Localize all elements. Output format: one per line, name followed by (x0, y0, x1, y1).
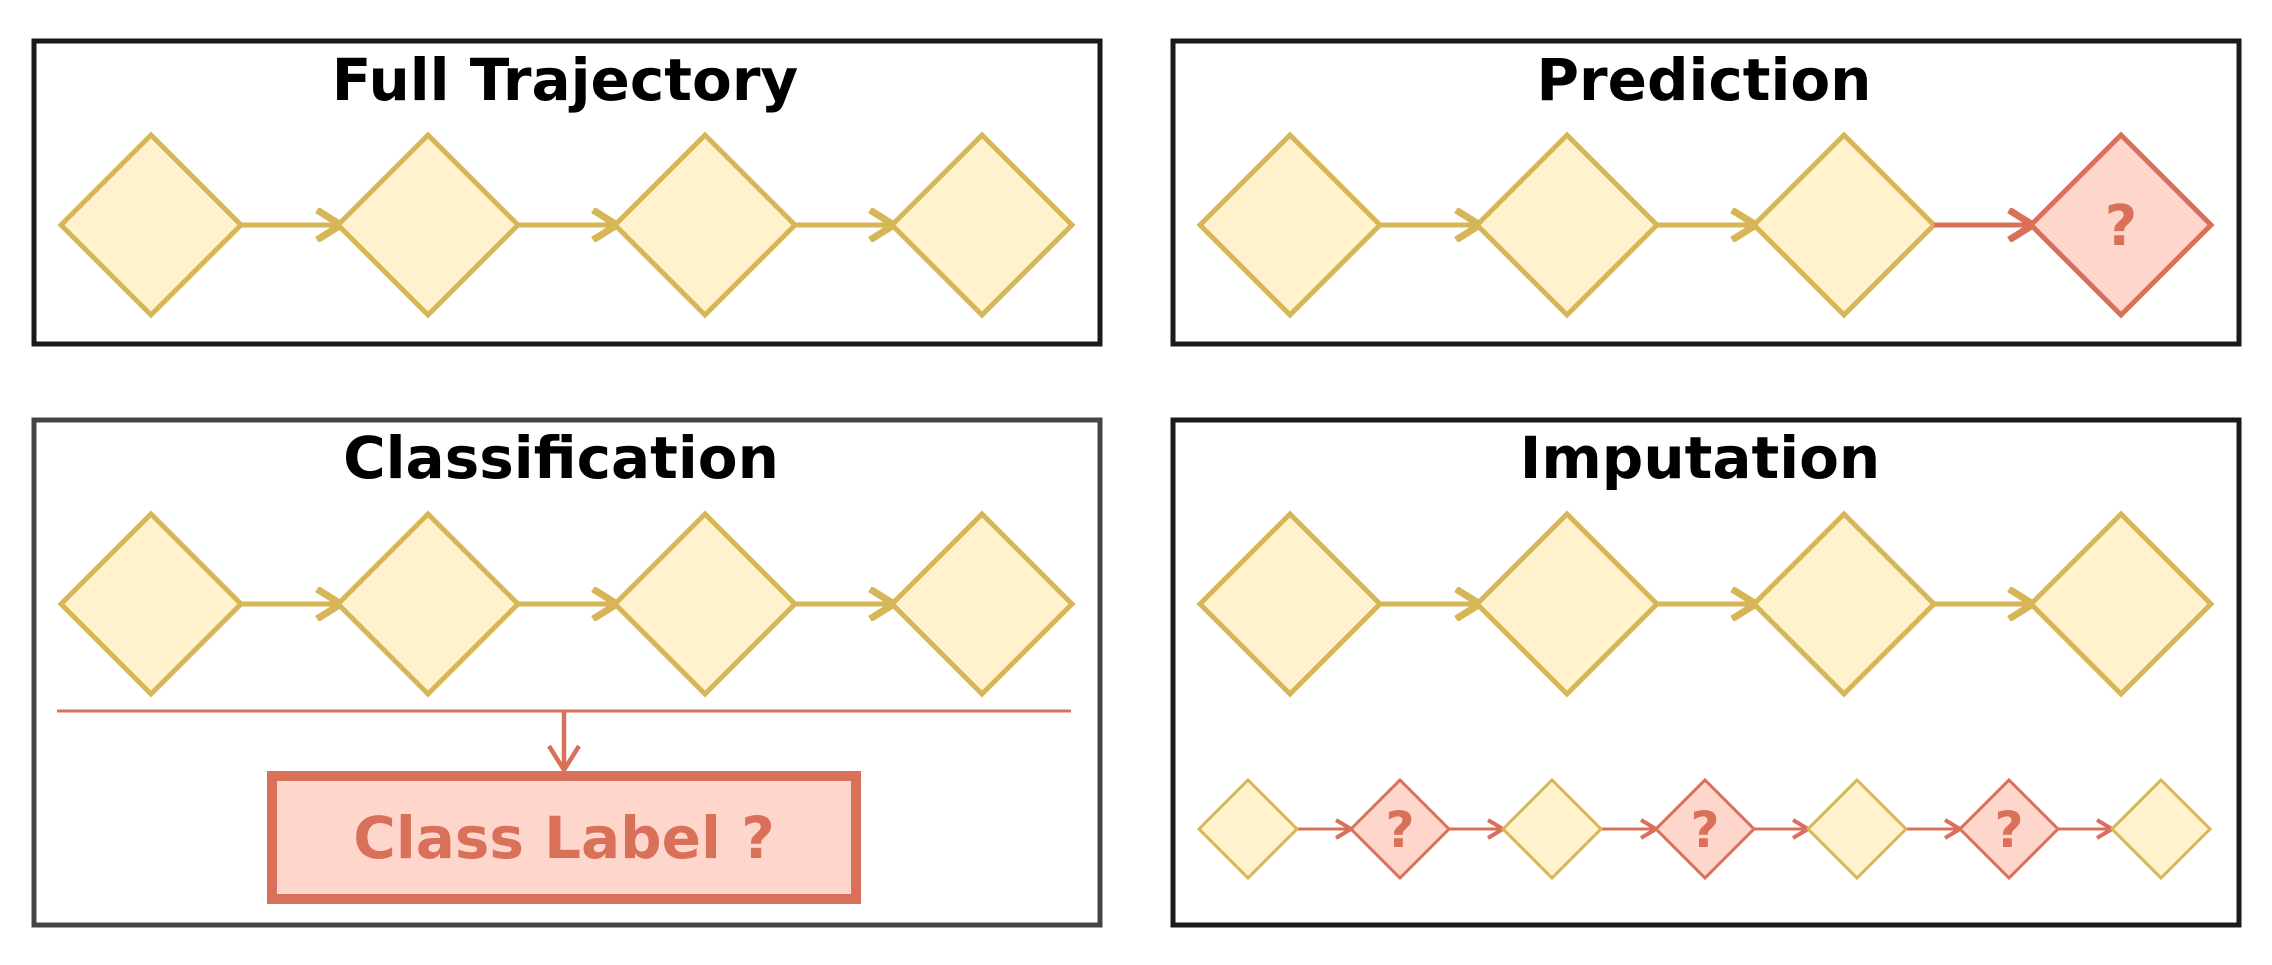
panel-imputation: Imputation ? ? (1170, 417, 2242, 928)
panel-title: Imputation (1520, 424, 1880, 492)
panel-title: Prediction (1537, 46, 1872, 114)
unknown-mark: ? (1690, 801, 1719, 859)
state-node (611, 510, 799, 698)
state-node (334, 131, 522, 319)
observed-node (1500, 777, 1604, 881)
trajectory-row (1196, 131, 1938, 319)
state-node (1750, 131, 1938, 319)
observed-node (1196, 777, 1300, 881)
class-label-box (267, 771, 861, 904)
trajectory-row (57, 510, 1076, 698)
observed-node (1805, 777, 1909, 881)
state-node (1196, 510, 1384, 698)
missing-node (1348, 777, 1452, 881)
trajectory-row (1196, 510, 2215, 698)
unknown-mark: ? (2105, 194, 2137, 259)
state-node (1473, 131, 1661, 319)
state-node (57, 131, 245, 319)
state-node (888, 131, 1076, 319)
panel-title: Full Trajectory (332, 46, 799, 114)
state-node (57, 510, 245, 698)
predicted-node (2027, 131, 2215, 319)
missing-node (1653, 777, 1757, 881)
state-node (1473, 510, 1661, 698)
imputation-row: ? ? ? (1196, 777, 2213, 881)
panel-classification: Classification Class Label ? (31, 417, 1103, 928)
panel-prediction: Prediction ? (1170, 38, 2242, 347)
missing-node (1957, 777, 2061, 881)
class-label-text: Class Label ? (353, 804, 775, 872)
observed-node (2109, 777, 2213, 881)
state-node (1196, 131, 1384, 319)
panel-full-trajectory: Full Trajectory (31, 38, 1103, 347)
state-node (611, 131, 799, 319)
state-node (334, 510, 522, 698)
unknown-mark: ? (1994, 801, 2023, 859)
panel-title: Classification (343, 424, 779, 492)
trajectory-row (57, 131, 1076, 319)
state-node (888, 510, 1076, 698)
unknown-mark: ? (1385, 801, 1414, 859)
state-node (2027, 510, 2215, 698)
state-node (1750, 510, 1938, 698)
